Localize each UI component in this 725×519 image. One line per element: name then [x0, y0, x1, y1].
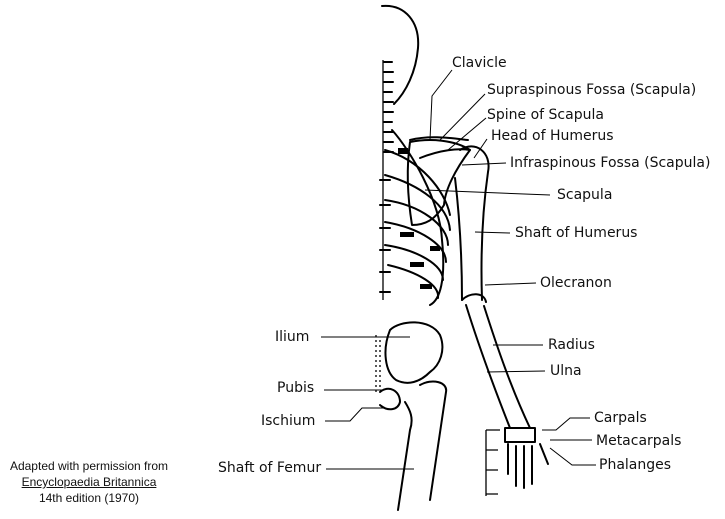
clavicle-bone: [409, 136, 469, 141]
femur: [397, 380, 448, 511]
label-metacarpals: Metacarpals: [596, 433, 682, 449]
label-shaft-of-humerus: Shaft of Humerus: [515, 225, 638, 241]
label-carpals: Carpals: [594, 410, 647, 426]
label-infraspinous-fossa: Infraspinous Fossa (Scapula): [510, 155, 711, 171]
scapula-outline: [406, 139, 471, 226]
label-supraspinous-fossa: Supraspinous Fossa (Scapula): [487, 82, 697, 98]
label-shaft-of-femur: Shaft of Femur: [218, 460, 322, 476]
label-scapula: Scapula: [557, 187, 613, 203]
attribution-line-1: Adapted with permission from: [9, 459, 169, 473]
hand: [485, 427, 549, 496]
radius-ulna: [461, 293, 531, 429]
label-phalanges: Phalanges: [599, 457, 672, 473]
humerus: [454, 145, 490, 301]
spinal-column: [375, 60, 394, 395]
attribution-source: Encyclopaedia Britannica: [21, 475, 157, 489]
rib-cage: [384, 129, 451, 306]
label-spine-of-scapula: Spine of Scapula: [487, 107, 604, 123]
pelvis: [379, 321, 444, 411]
label-ischium: Ischium: [261, 413, 316, 429]
label-head-of-humerus: Head of Humerus: [491, 128, 614, 144]
label-ulna: Ulna: [550, 363, 582, 379]
label-radius: Radius: [548, 337, 595, 353]
spine-of-scapula-bone: [419, 148, 471, 159]
leader-lines: [321, 69, 596, 470]
skull: [381, 4, 420, 105]
label-pubis: Pubis: [277, 380, 315, 396]
label-clavicle: Clavicle: [452, 55, 507, 71]
label-olecranon: Olecranon: [540, 275, 612, 291]
attribution-edition: 14th edition (1970): [38, 491, 140, 505]
label-ilium: Ilium: [275, 329, 310, 345]
attribution: Adapted with permission from Encyclopaed…: [0, 458, 178, 506]
